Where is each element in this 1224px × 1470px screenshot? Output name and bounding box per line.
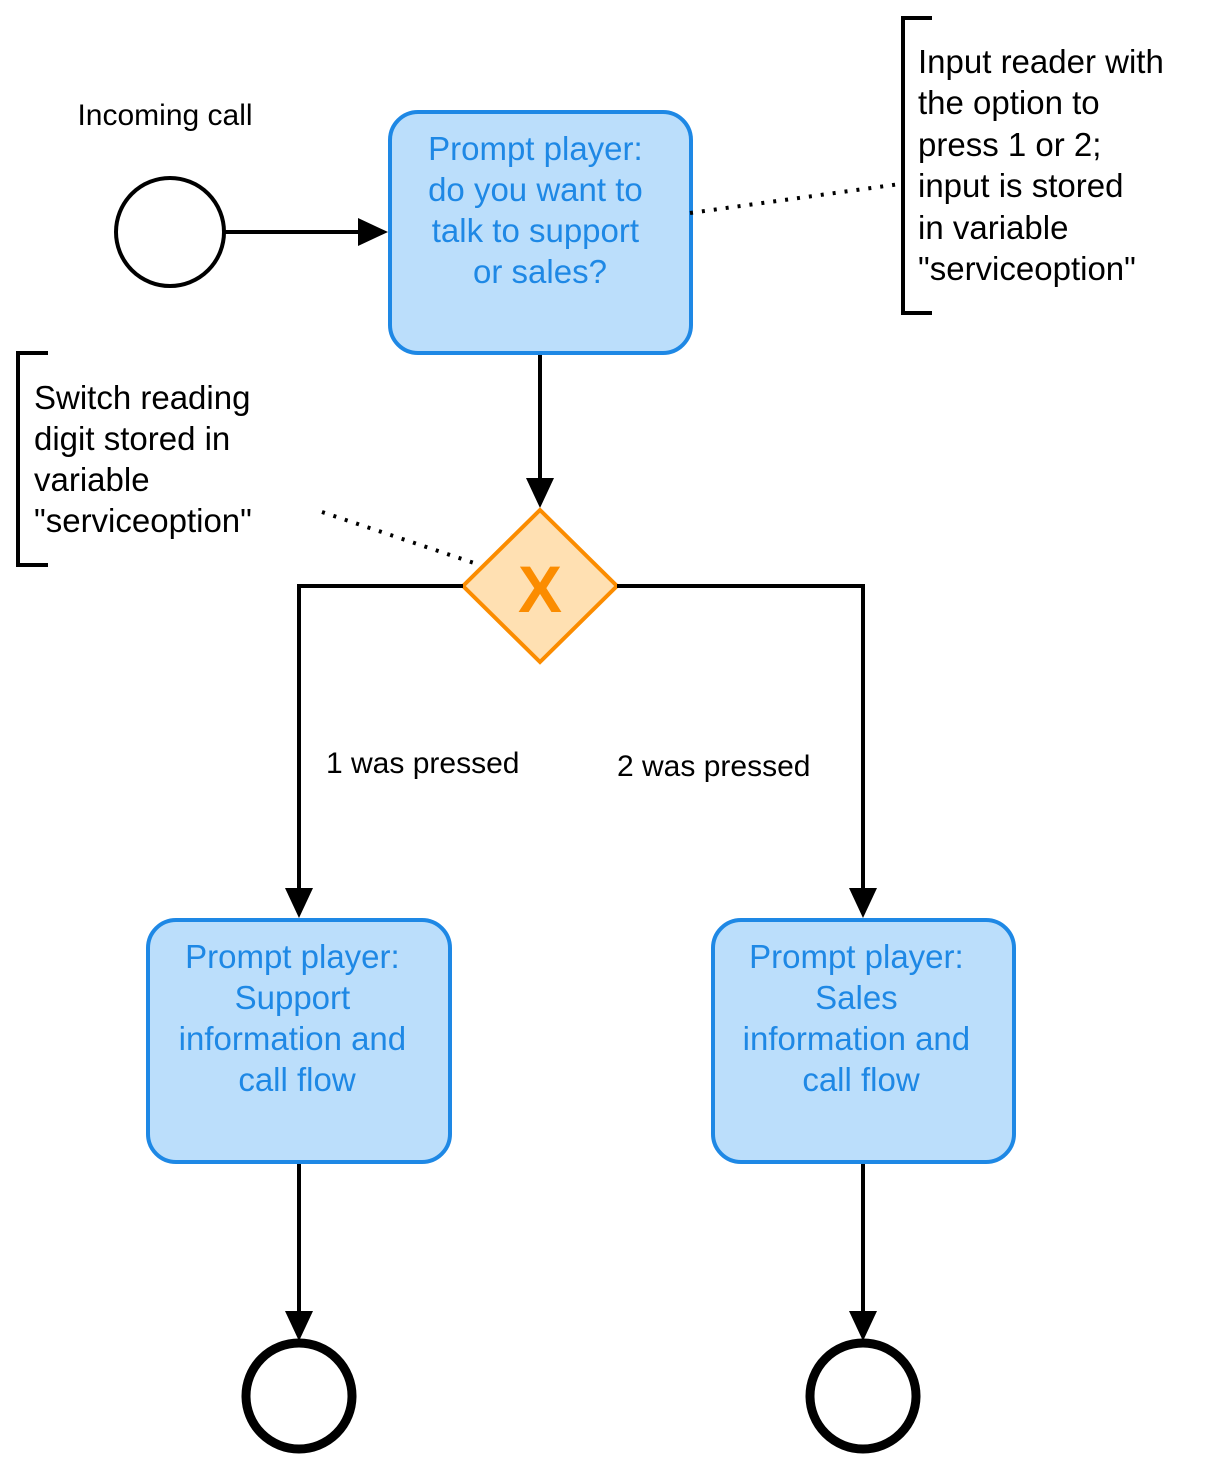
arrowhead xyxy=(358,218,388,246)
annotation-line: press 1 or 2; xyxy=(918,126,1101,163)
annotation-bracket xyxy=(901,16,932,315)
task-line: Prompt player: xyxy=(428,130,643,167)
task-line: do you want to xyxy=(428,171,643,208)
annotation-line: the option to xyxy=(918,84,1100,121)
flow-label-2-pressed: 2 was pressed xyxy=(617,750,810,783)
arrowhead xyxy=(285,888,313,918)
end-event-support xyxy=(241,1338,357,1454)
annotation-line: in variable xyxy=(918,209,1068,246)
task-support-text: Prompt player: Support information and c… xyxy=(179,938,416,1098)
arrowhead xyxy=(849,888,877,918)
sequence-flow-support xyxy=(297,584,463,895)
annotation-line: input is stored xyxy=(918,167,1123,204)
annotation-line: "serviceoption" xyxy=(918,250,1136,287)
task-line: Support xyxy=(235,979,351,1016)
annotation-line: Switch reading xyxy=(34,379,250,416)
task-line: information and xyxy=(743,1020,970,1057)
association-line xyxy=(321,510,481,567)
task-line: or sales? xyxy=(473,253,607,290)
task-line: information and xyxy=(179,1020,406,1057)
annotation-switch-text: Switch reading digit stored in variable … xyxy=(34,379,260,539)
annotation-input-reader-text: Input reader with the option to press 1 … xyxy=(918,43,1173,287)
annotation-line: variable xyxy=(34,461,150,498)
annotation-bracket xyxy=(16,351,48,567)
exclusive-gateway xyxy=(460,507,620,665)
arrowhead xyxy=(285,1311,313,1341)
task-sales xyxy=(711,918,1016,1164)
task-line: call flow xyxy=(802,1061,920,1098)
task-support xyxy=(146,918,452,1164)
annotation-line: Input reader with xyxy=(918,43,1164,80)
annotation-line: "serviceoption" xyxy=(34,502,252,539)
sequence-flow-sales xyxy=(617,584,865,895)
task-line: talk to support xyxy=(432,212,639,249)
task-line: Prompt player: xyxy=(185,938,400,975)
end-event-sales xyxy=(805,1338,921,1454)
gateway-x-marker: X xyxy=(518,552,562,626)
start-event xyxy=(114,176,226,288)
task-prompt-choice xyxy=(388,110,693,355)
task-sales-text: Prompt player: Sales information and cal… xyxy=(743,938,980,1098)
task-prompt-choice-text: Prompt player: do you want to talk to su… xyxy=(428,130,652,290)
arrowhead xyxy=(849,1311,877,1341)
task-line: Sales xyxy=(815,979,898,1016)
annotation-line: digit stored in xyxy=(34,420,230,457)
task-line: Prompt player: xyxy=(749,938,964,975)
association-line xyxy=(689,182,901,215)
task-line: call flow xyxy=(238,1061,356,1098)
arrowhead xyxy=(526,478,554,508)
start-event-label: Incoming call xyxy=(77,99,252,132)
flow-label-1-pressed: 1 was pressed xyxy=(326,747,519,780)
